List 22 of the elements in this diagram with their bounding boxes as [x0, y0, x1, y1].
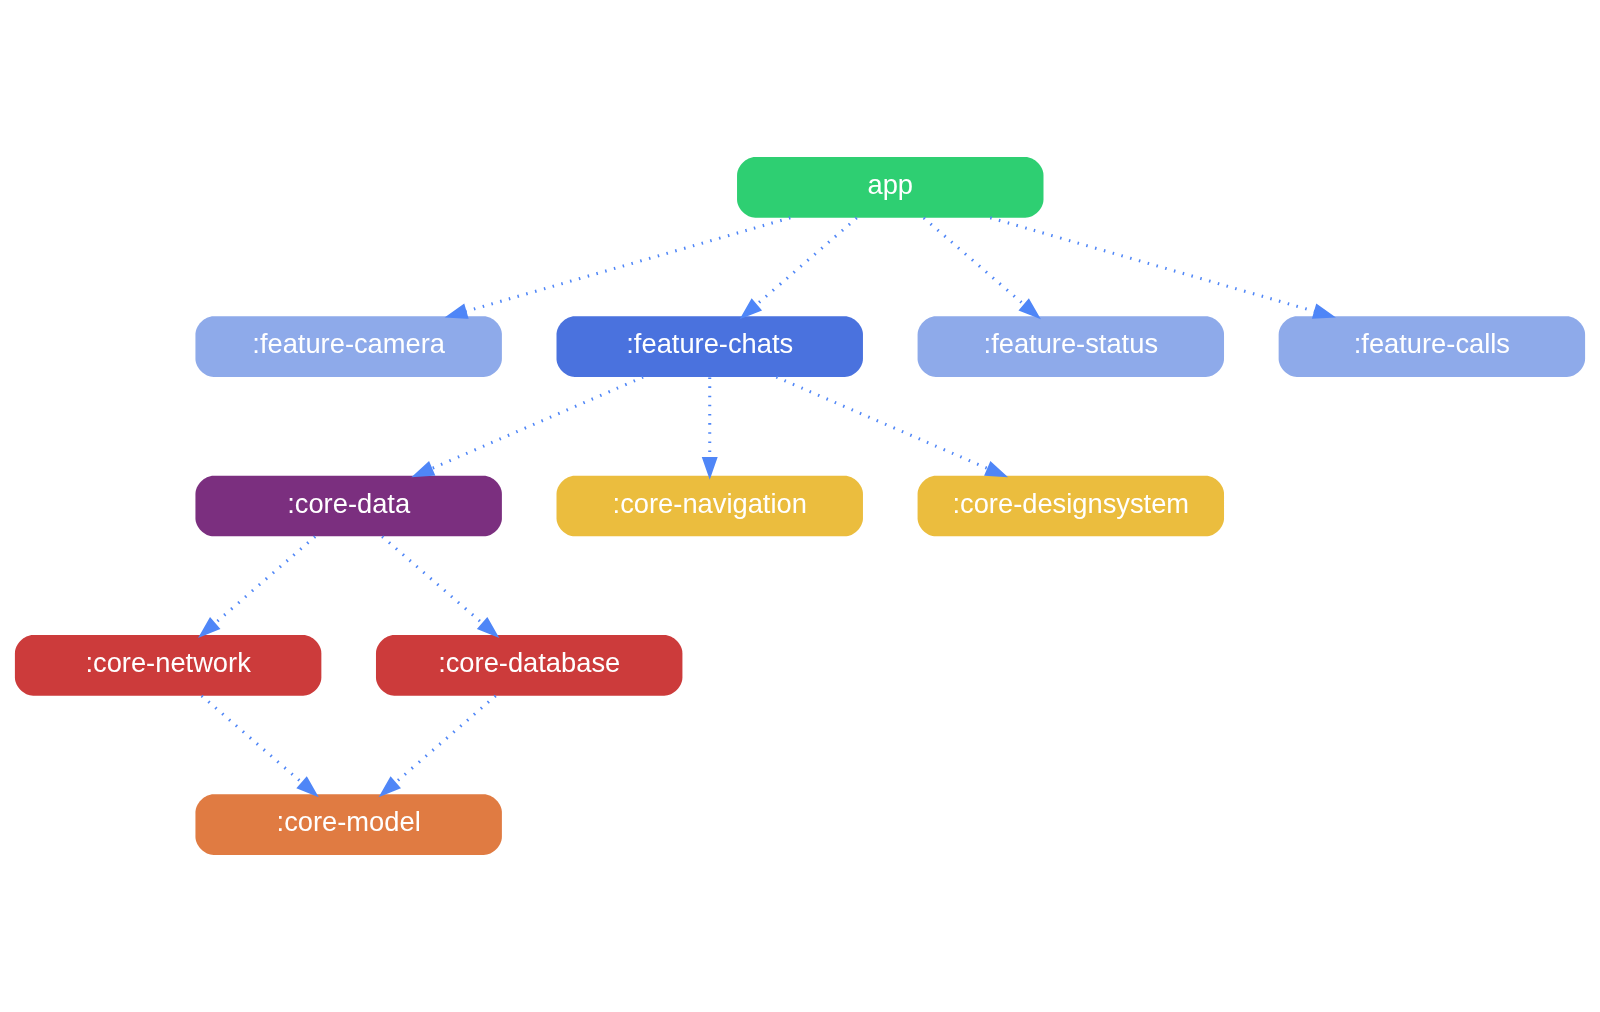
arrow: [701, 377, 718, 480]
node-box: app: [737, 157, 1044, 218]
arrow: [775, 375, 1009, 478]
arrow: [922, 216, 1041, 320]
arrow: [444, 216, 791, 319]
arrow: [411, 375, 644, 478]
node-box: :core-designsystem: [917, 475, 1225, 537]
node-box: :core-data: [195, 475, 502, 537]
node-box: :feature-status: [917, 316, 1225, 378]
node-box: :core-database: [375, 634, 683, 696]
node-box: :core-model: [195, 794, 502, 855]
arrow: [200, 694, 319, 798]
node-box: :feature-chats: [556, 316, 863, 378]
arrow: [378, 694, 497, 798]
arrow: [198, 535, 317, 638]
node-box: :feature-camera: [195, 316, 502, 378]
node-box: :feature-calls: [1278, 316, 1586, 378]
arrow: [381, 535, 500, 638]
node-box: :core-navigation: [556, 475, 863, 537]
node-box: :core-network: [14, 634, 322, 696]
arrow: [739, 216, 858, 320]
arrow: [989, 216, 1336, 319]
